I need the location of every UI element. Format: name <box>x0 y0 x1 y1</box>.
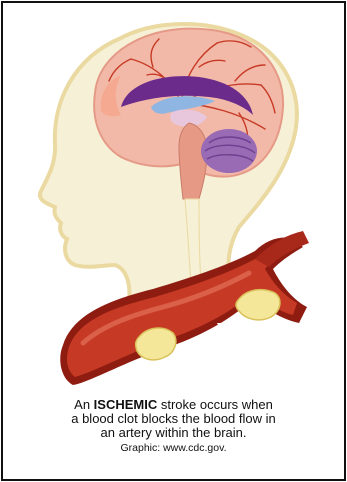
caption-line-2: a blood clot blocks the blood flow in <box>3 412 344 426</box>
caption: An ISCHEMIC stroke occurs when a blood c… <box>3 398 344 455</box>
caption-line-3: an artery within the brain. <box>3 426 344 440</box>
caption-line-1: An ISCHEMIC stroke occurs when <box>3 398 344 412</box>
graphic-credit: Graphic: www.cdc.gov. <box>3 441 344 455</box>
caption-emphasis: ISCHEMIC <box>94 397 158 412</box>
cerebellum <box>201 129 257 173</box>
ischemic-stroke-illustration <box>3 3 344 398</box>
